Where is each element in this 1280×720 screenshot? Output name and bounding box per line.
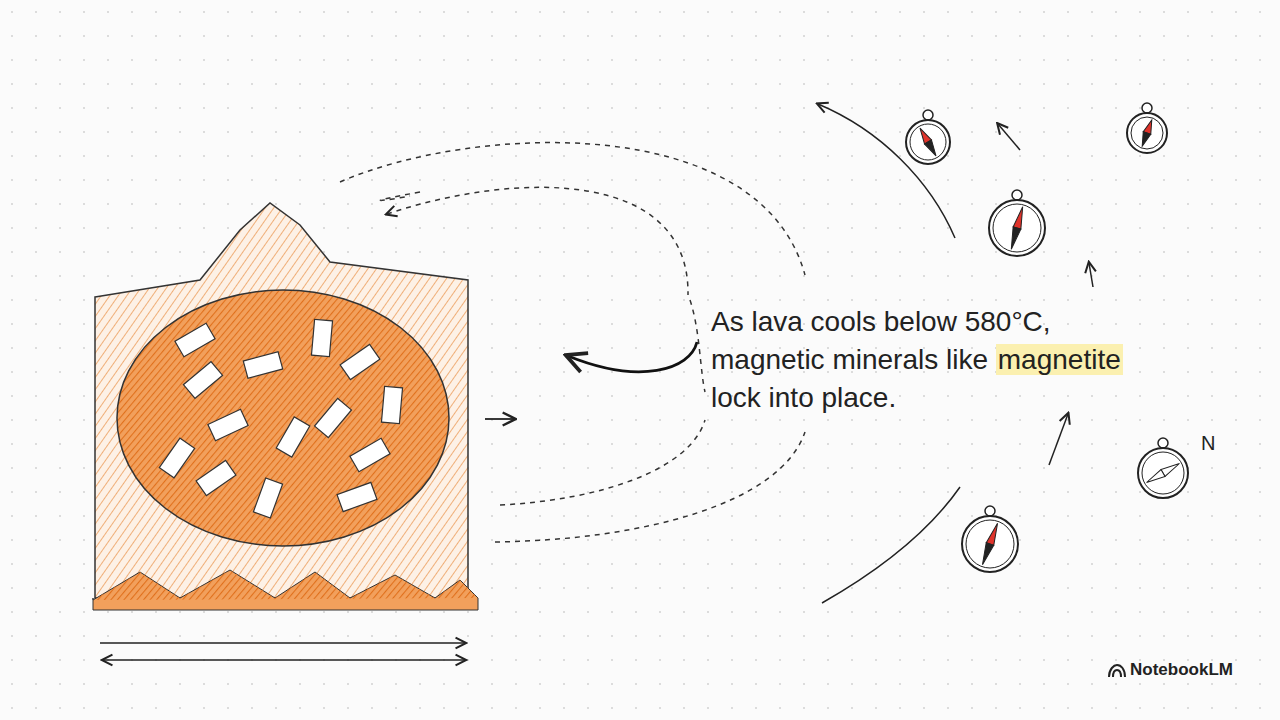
crystal (311, 319, 332, 356)
logo (1109, 665, 1125, 677)
crystal (183, 362, 222, 399)
field-lines (340, 143, 805, 542)
crystal (276, 417, 310, 457)
watermark: NotebookLM (1130, 660, 1233, 680)
caption-text: lock into place. (711, 382, 896, 413)
caption-text: As lava cools below 580°C, magnetic mine… (711, 303, 1156, 417)
north-label: N (1201, 432, 1215, 455)
highlighted-term: magnetite (996, 344, 1123, 375)
crystal (340, 344, 380, 379)
magnetite-crystals (159, 319, 402, 518)
width-arrow (103, 659, 465, 661)
crystal (315, 398, 352, 437)
crystal (196, 460, 236, 495)
crystal (208, 409, 248, 441)
width-arrow (100, 642, 465, 644)
rock-block (93, 203, 478, 610)
crystal (350, 438, 390, 472)
small-arrow (485, 418, 514, 420)
crystal (337, 482, 377, 511)
pointer-arrow (568, 342, 697, 372)
crystal (243, 352, 282, 379)
crystal (253, 478, 282, 518)
crystal (175, 323, 215, 357)
crystal (381, 386, 402, 423)
compasses (906, 103, 1188, 572)
crystal (159, 438, 194, 478)
